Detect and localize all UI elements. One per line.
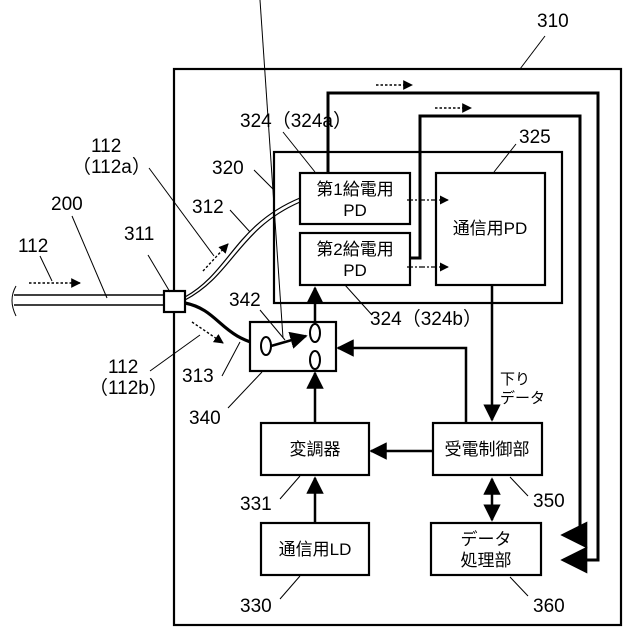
ref-112-incoming: 112 [18,236,48,257]
light-112b-arrow [192,322,223,343]
switch-output-port-lower [310,351,320,369]
leader-360 [510,577,528,596]
pd2-label-line2: PD [343,261,367,280]
data-processing-label-line1: データ [461,529,512,549]
downlink-label-line1: 下り [500,371,530,388]
leader-331 [280,476,300,499]
switch-output-port-upper [310,324,320,342]
ref-312: 312 [192,197,224,218]
leader-325 [494,144,516,172]
comm-pd-label: 通信用PD [453,219,528,238]
downlink-label-line2: データ [500,389,545,407]
ref-340: 340 [189,408,221,429]
ref-200: 200 [51,194,83,215]
ref-330: 330 [240,596,272,617]
leader-330 [280,576,300,599]
ref-310: 310 [537,11,569,32]
ref-325: 325 [519,127,551,148]
ref-112a-line1: 112 [91,136,121,157]
power-control-label: 受電制御部 [445,440,530,459]
cable-break-mark [12,286,16,316]
leader-112 [40,256,52,281]
leader-200 [72,216,107,298]
ref-311: 311 [124,224,154,245]
comm-ld-label: 通信用LD [279,540,352,559]
ref-112b-line1: 112 [108,357,138,378]
ref-342: 342 [229,290,261,311]
leader-350 [510,477,528,496]
ref-331: 331 [240,494,272,515]
leader-340 [228,372,262,408]
leader-313 [222,342,240,376]
leader-310 [520,36,545,69]
switch-input-port [261,337,271,355]
ref-313: 313 [182,366,214,387]
pd1-label-line2: PD [343,201,367,220]
ref-324b: 324（324b） [370,308,482,330]
leader-320 [254,170,274,190]
ref-320: 320 [212,158,244,179]
leader-311 [148,255,170,292]
leader-312 [230,210,250,232]
ref-112a-line2: （112a） [72,156,151,178]
ref-324a: 324（324a） [240,110,352,132]
leader-342 [260,0,283,338]
control-to-switch-arrow [338,348,466,423]
modulator-label: 変調器 [290,440,341,459]
leader-324b [345,285,372,315]
data-processing-label-line2: 処理部 [461,551,512,570]
ref-360: 360 [533,596,565,617]
connector-311 [164,291,185,312]
pd2-label-line1: 第2給電用 [316,240,393,259]
pd1-label-line1: 第1給電用 [316,180,393,199]
ref-112b-line2: （112b） [89,377,168,399]
ref-350: 350 [533,491,565,512]
